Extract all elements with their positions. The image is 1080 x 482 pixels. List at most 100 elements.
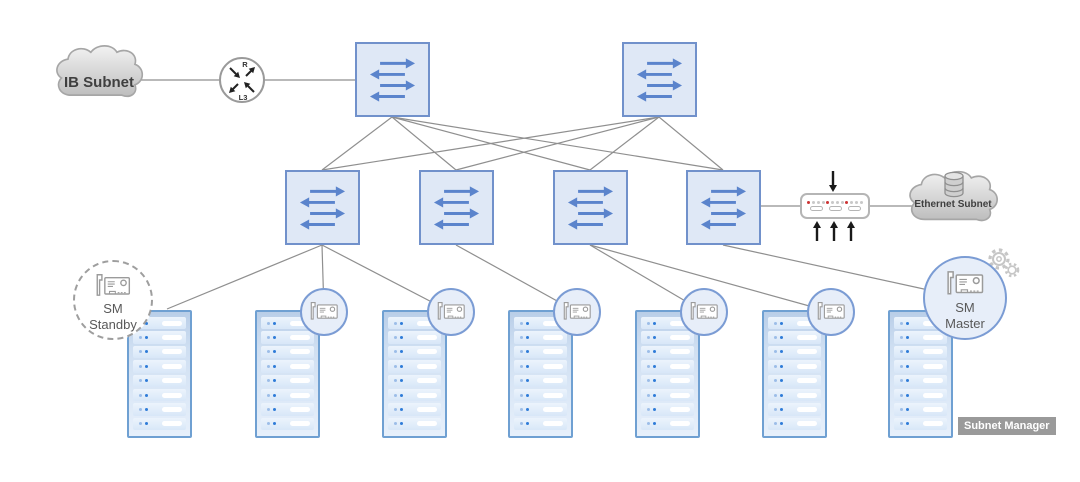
led-icon xyxy=(520,321,523,325)
rack-units xyxy=(514,317,567,430)
led-icon xyxy=(780,336,783,340)
server-unit xyxy=(641,388,694,402)
drive-bay xyxy=(543,320,563,326)
server-unit xyxy=(768,388,821,402)
led-icon xyxy=(780,364,783,368)
led-icon xyxy=(267,336,270,340)
server-unit xyxy=(388,417,441,430)
drive-bay xyxy=(162,349,182,355)
traffic-arrow-down-icon xyxy=(829,171,837,192)
server-unit xyxy=(514,360,567,373)
server-unit xyxy=(514,388,567,402)
led-icon xyxy=(145,422,148,426)
server-unit xyxy=(768,374,821,387)
server-unit xyxy=(894,345,947,359)
drive-bay xyxy=(162,320,182,326)
drive-bay xyxy=(290,421,310,427)
nic-card-icon xyxy=(96,274,131,296)
nic-circle-badge-2 xyxy=(427,288,475,336)
server-unit xyxy=(514,345,567,359)
led-icon xyxy=(647,407,650,411)
server-rack-5 xyxy=(635,310,700,438)
led-icon xyxy=(273,422,276,426)
server-unit xyxy=(388,403,441,416)
server-unit xyxy=(641,374,694,387)
led-icon xyxy=(774,379,777,383)
led-icon xyxy=(400,321,403,325)
led-icon xyxy=(394,422,397,426)
server-unit xyxy=(768,360,821,373)
led-icon xyxy=(145,379,148,383)
server-unit xyxy=(768,345,821,359)
drive-bay xyxy=(670,320,690,326)
drive-bay xyxy=(417,349,437,355)
led-icon xyxy=(900,321,903,325)
led-icon xyxy=(139,379,142,383)
connection-line xyxy=(166,244,323,310)
drive-bay xyxy=(923,406,943,412)
drive-bay xyxy=(923,392,943,398)
port-icon xyxy=(809,206,823,211)
led-icon xyxy=(653,379,656,383)
drive-bay xyxy=(290,349,310,355)
drive-bay xyxy=(797,378,817,384)
leaf-switch-3 xyxy=(553,170,628,245)
nic-circle-badge-1 xyxy=(300,288,348,336)
drive-bay xyxy=(797,349,817,355)
sm-master-label-line1: SM xyxy=(955,300,975,315)
led-icon xyxy=(774,321,777,325)
led-icon xyxy=(267,407,270,411)
ethernet-gateway-icon xyxy=(800,193,870,219)
rack-units xyxy=(133,317,186,430)
nic-card-icon xyxy=(817,301,845,320)
led-icon xyxy=(774,364,777,368)
server-unit xyxy=(133,331,186,344)
led-icon xyxy=(774,422,777,426)
led-icon xyxy=(780,393,783,397)
server-unit xyxy=(133,388,186,402)
server-rack-2 xyxy=(255,310,320,438)
led-icon xyxy=(139,422,142,426)
led-icon xyxy=(145,393,148,397)
led-icon xyxy=(400,364,403,368)
server-unit xyxy=(133,417,186,430)
nic-card-icon xyxy=(947,271,984,295)
led-icon xyxy=(647,350,650,354)
drive-bay xyxy=(543,363,563,369)
led-icon xyxy=(774,350,777,354)
drive-bay xyxy=(162,406,182,412)
server-unit xyxy=(388,345,441,359)
led-icon xyxy=(520,407,523,411)
led-icon xyxy=(139,407,142,411)
led-icon xyxy=(647,379,650,383)
led-icon xyxy=(400,393,403,397)
server-unit xyxy=(388,331,441,344)
server-unit xyxy=(768,403,821,416)
led-icon xyxy=(267,422,270,426)
drive-bay xyxy=(797,320,817,326)
server-unit xyxy=(514,374,567,387)
server-rack-7 xyxy=(888,310,953,438)
led-icon xyxy=(906,321,909,325)
server-unit xyxy=(894,388,947,402)
nic-circle-badge-5 xyxy=(807,288,855,336)
switch-arrows-icon xyxy=(299,186,346,230)
server-unit xyxy=(514,331,567,344)
led-icon xyxy=(526,336,529,340)
server-unit xyxy=(641,417,694,430)
led-icon xyxy=(900,407,903,411)
drive-bay xyxy=(290,378,310,384)
drive-bay xyxy=(417,363,437,369)
drive-bay xyxy=(290,335,310,341)
nic-card-icon xyxy=(690,301,718,320)
led-icon xyxy=(906,393,909,397)
led-icon xyxy=(273,336,276,340)
drive-bay xyxy=(670,392,690,398)
led-icon xyxy=(400,407,403,411)
led-icon xyxy=(267,364,270,368)
led-icon xyxy=(780,422,783,426)
connection-line xyxy=(455,116,660,171)
server-unit xyxy=(768,331,821,344)
connection-line xyxy=(589,244,832,313)
connection-line xyxy=(321,116,393,171)
